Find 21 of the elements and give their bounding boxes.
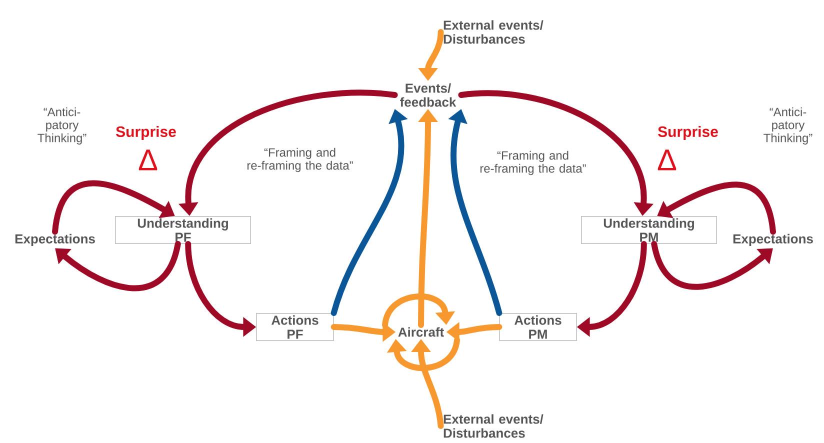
node-label: Events/ feedback xyxy=(400,83,456,107)
node-label: Aircraft xyxy=(398,327,444,337)
quote-text: “Framing and re-framing the data” xyxy=(247,148,353,172)
delta-symbol: Δ xyxy=(138,150,158,170)
surprise-label: Surprise xyxy=(116,126,176,140)
arrow xyxy=(386,336,460,371)
delta-symbol: Δ xyxy=(658,150,676,170)
node-label: External events/ Disturbances xyxy=(444,20,544,44)
text-box: Understanding PM xyxy=(581,216,717,244)
arrow xyxy=(651,241,773,290)
text-box: Understanding PF xyxy=(115,216,251,244)
quote-text: “Antici-patory Thinking” xyxy=(38,107,86,145)
node-label: Expectations xyxy=(733,234,813,246)
text-box: Actions PM xyxy=(499,312,577,341)
text-box: Actions PF xyxy=(256,312,334,341)
node-label: Expectations xyxy=(15,234,95,246)
surprise-label: Surprise xyxy=(658,126,718,140)
quote-text: “Framing and re-framing the data” xyxy=(480,150,586,176)
quote-text: “Antici-patory Thinking” xyxy=(764,107,812,145)
node-label: External events/ Disturbances xyxy=(444,414,544,438)
arrow xyxy=(382,294,456,328)
